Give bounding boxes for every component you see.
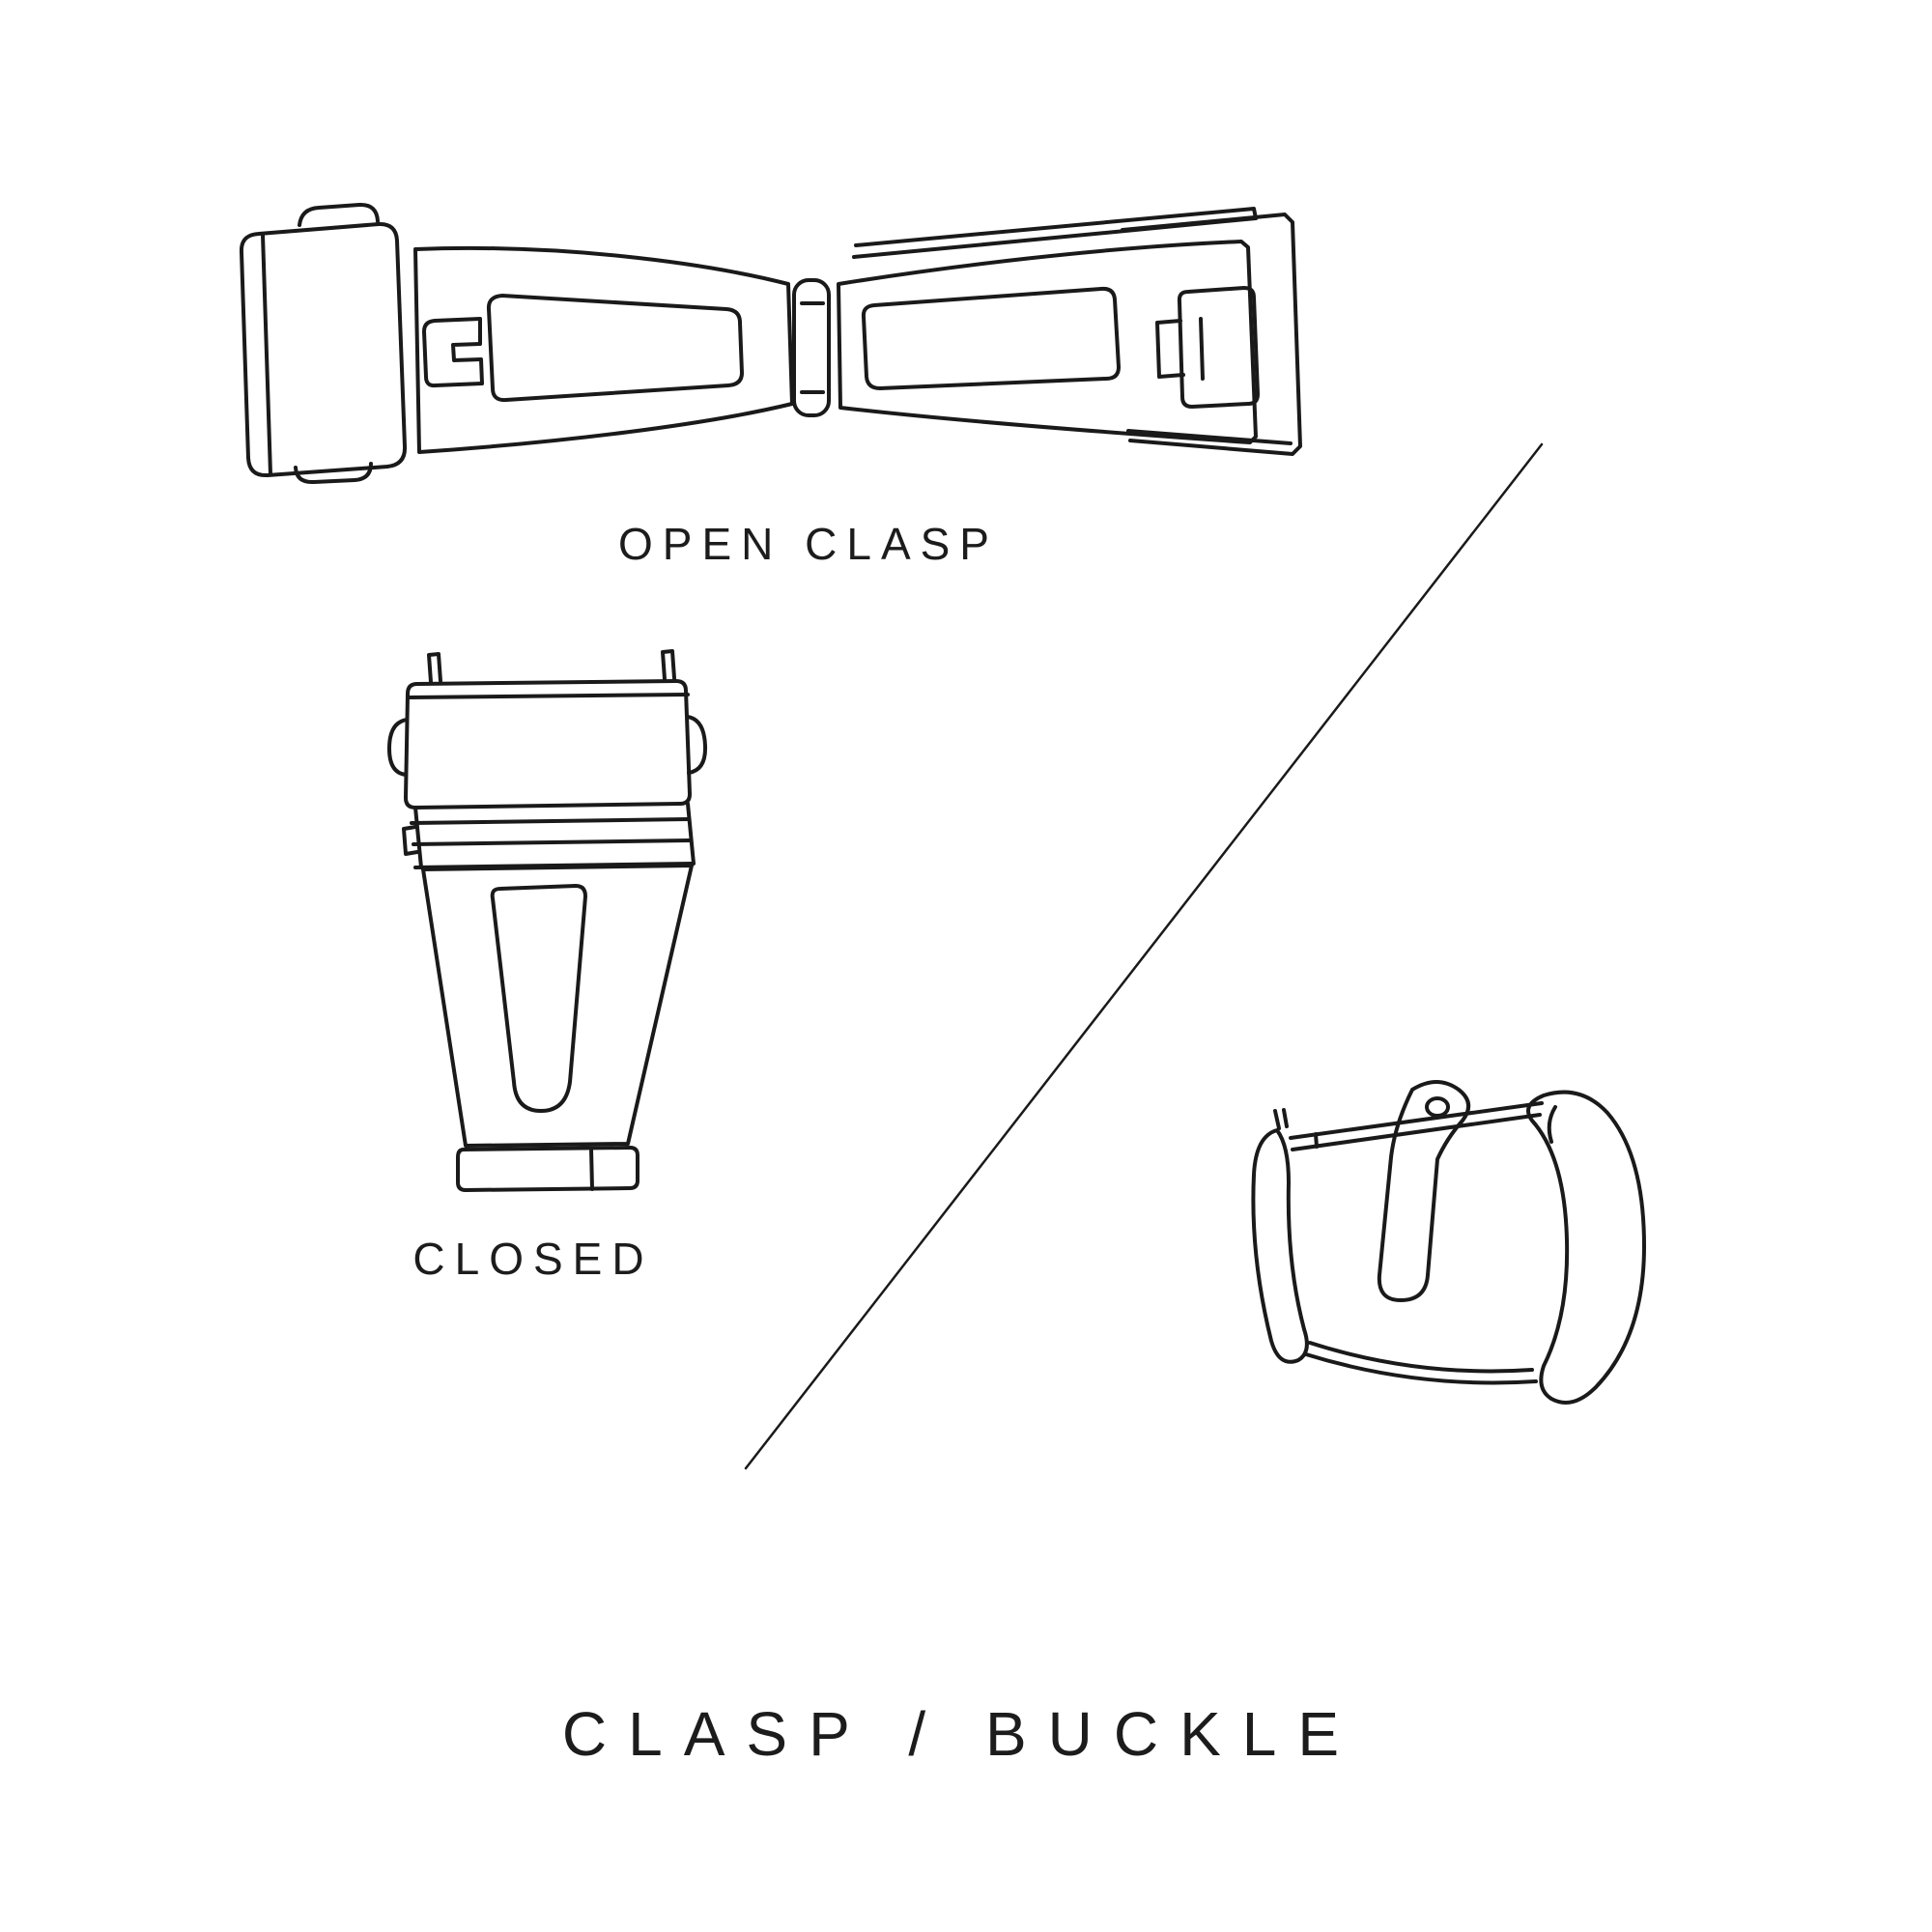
- closed-clasp-illustration: [387, 649, 708, 1192]
- open-clasp-illustration: [239, 202, 1302, 485]
- open-clasp-caption: OPEN CLASP: [618, 519, 999, 569]
- buckle-illustration: [1251, 1080, 1646, 1405]
- divider-line: [744, 442, 1544, 1470]
- page-title: CLASP / BUCKLE: [561, 1699, 1361, 1769]
- closed-clasp-caption: CLOSED: [412, 1234, 654, 1284]
